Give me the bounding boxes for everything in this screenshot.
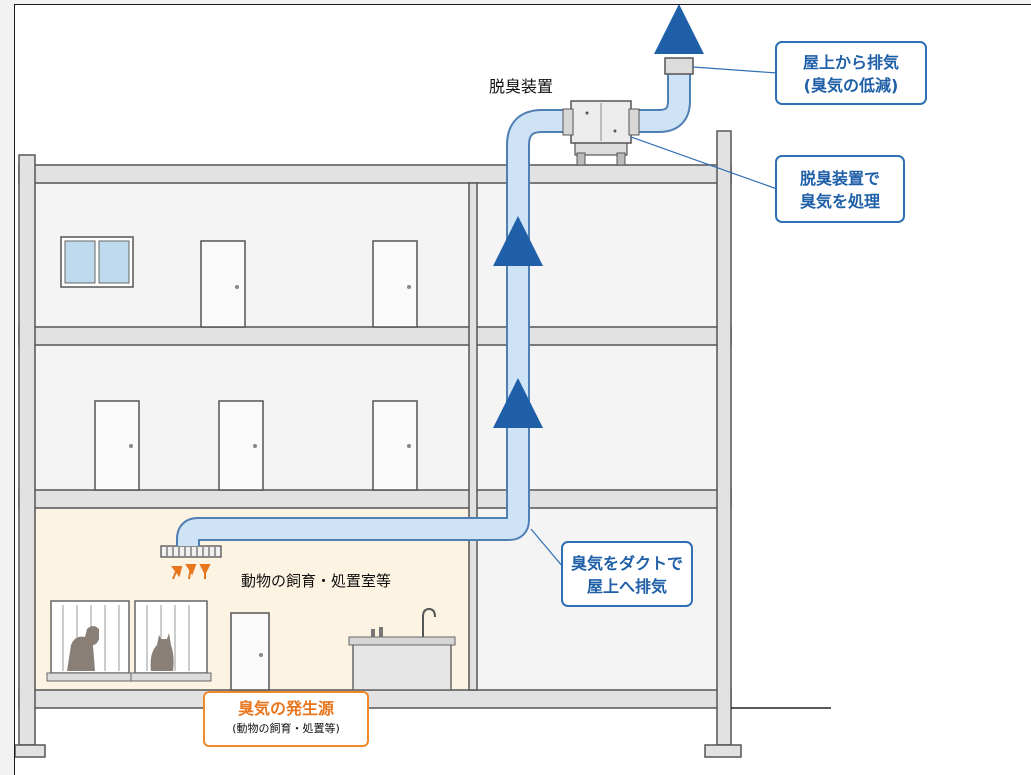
- room-label: 動物の飼育・処置室等: [241, 572, 392, 590]
- duct: [178, 111, 575, 549]
- callout-roof-exhaust-line2: (臭気の低減): [803, 76, 899, 95]
- odor-source-subtitle: (動物の飼育・処置等): [232, 722, 340, 735]
- roof-slab: [18, 164, 732, 184]
- floor-slab-1: [18, 689, 732, 709]
- exhaust-grille: [160, 545, 222, 558]
- callout-roof-exhaust: 屋上から排気 (臭気の低減): [775, 41, 927, 105]
- left-wall: [18, 154, 36, 746]
- device-title: 脱臭装置: [489, 77, 554, 96]
- exhaust-duct: [625, 73, 689, 131]
- callout-duct: 臭気をダクトで 屋上へ排気: [561, 541, 693, 607]
- odor-source-box: 臭気の発生源 (動物の飼育・処置等): [203, 691, 369, 747]
- left-footing: [15, 744, 46, 758]
- odor-rise-arrows: [171, 564, 211, 580]
- floor-slab-3: [18, 326, 732, 346]
- odor-source-title: 臭気の発生源: [237, 699, 334, 718]
- door-3f-a: [200, 240, 246, 328]
- right-footing: [704, 744, 742, 758]
- leader-roof-exhaust: [692, 66, 778, 74]
- door-3f-b: [372, 240, 418, 328]
- callout-treatment-line1: 脱臭装置で: [799, 169, 880, 188]
- leader-duct: [530, 528, 564, 568]
- middle-partition: [468, 182, 478, 691]
- door-1f: [230, 612, 270, 691]
- building-section-svg: [15, 5, 831, 758]
- callout-duct-line2: 屋上へ排気: [586, 577, 667, 596]
- callout-treatment: 脱臭装置で 臭気を処理: [775, 155, 905, 223]
- window: [60, 236, 134, 288]
- diagram-canvas: 脱臭装置 動物の飼育・処置室等 屋上から排気 (臭気の低減) 脱臭装置で 臭気を…: [14, 4, 1031, 775]
- leader-treatment: [630, 136, 778, 190]
- floor-slab-2: [18, 489, 732, 509]
- callout-treatment-line2: 臭気を処理: [799, 192, 880, 211]
- exhaust-cap: [664, 57, 694, 75]
- callout-roof-exhaust-line1: 屋上から排気: [802, 53, 899, 72]
- sink: [348, 607, 456, 691]
- right-wall: [716, 130, 732, 746]
- animal-cage-dog: [46, 600, 134, 682]
- deodorizer-unit: [562, 100, 640, 166]
- animal-cage-cat: [130, 600, 212, 682]
- callout-duct-line1: 臭気をダクトで: [570, 554, 683, 573]
